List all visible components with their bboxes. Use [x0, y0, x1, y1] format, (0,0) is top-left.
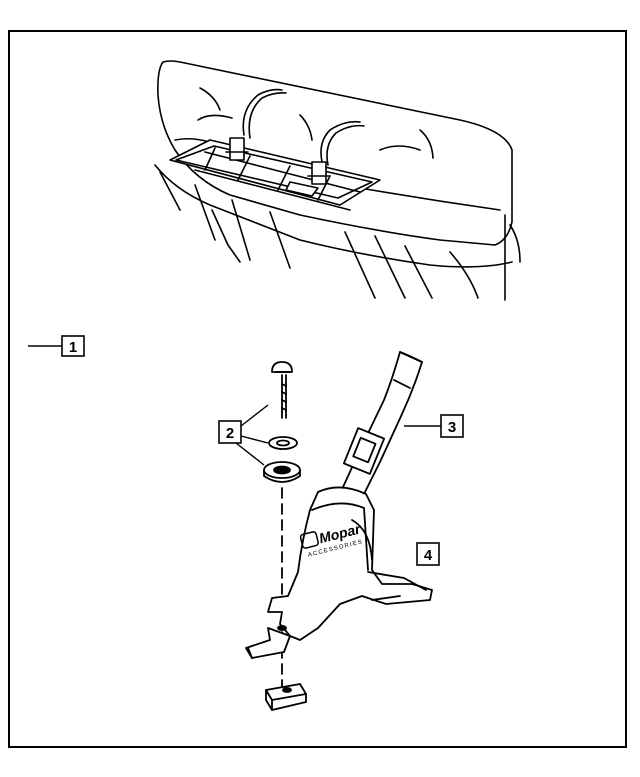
bolt: [271, 361, 293, 419]
callout-2-label: 2: [226, 425, 234, 442]
mounting-bracket: [245, 486, 433, 659]
hardware-exploded-view: Mopar ACCESSORIES: [245, 351, 433, 711]
tee-nut: [265, 683, 307, 711]
lock-washer: [268, 436, 298, 450]
vehicle-roof-illustration: [154, 60, 521, 301]
callout-4-label: 4: [424, 547, 433, 564]
callout-2: 2: [218, 404, 269, 466]
tie-down-strap: [337, 351, 423, 511]
callout-3-label: 3: [448, 419, 456, 436]
vehicle-body: [154, 164, 513, 268]
callout-1: 1: [28, 335, 85, 357]
bag-strap-left: [242, 88, 283, 136]
rubber-grommet: [263, 461, 301, 483]
callout-3: 3: [404, 414, 464, 438]
callout-4: 4: [416, 542, 440, 566]
bag-strap-right: [320, 120, 361, 163]
callout-1-label: 1: [69, 339, 77, 356]
